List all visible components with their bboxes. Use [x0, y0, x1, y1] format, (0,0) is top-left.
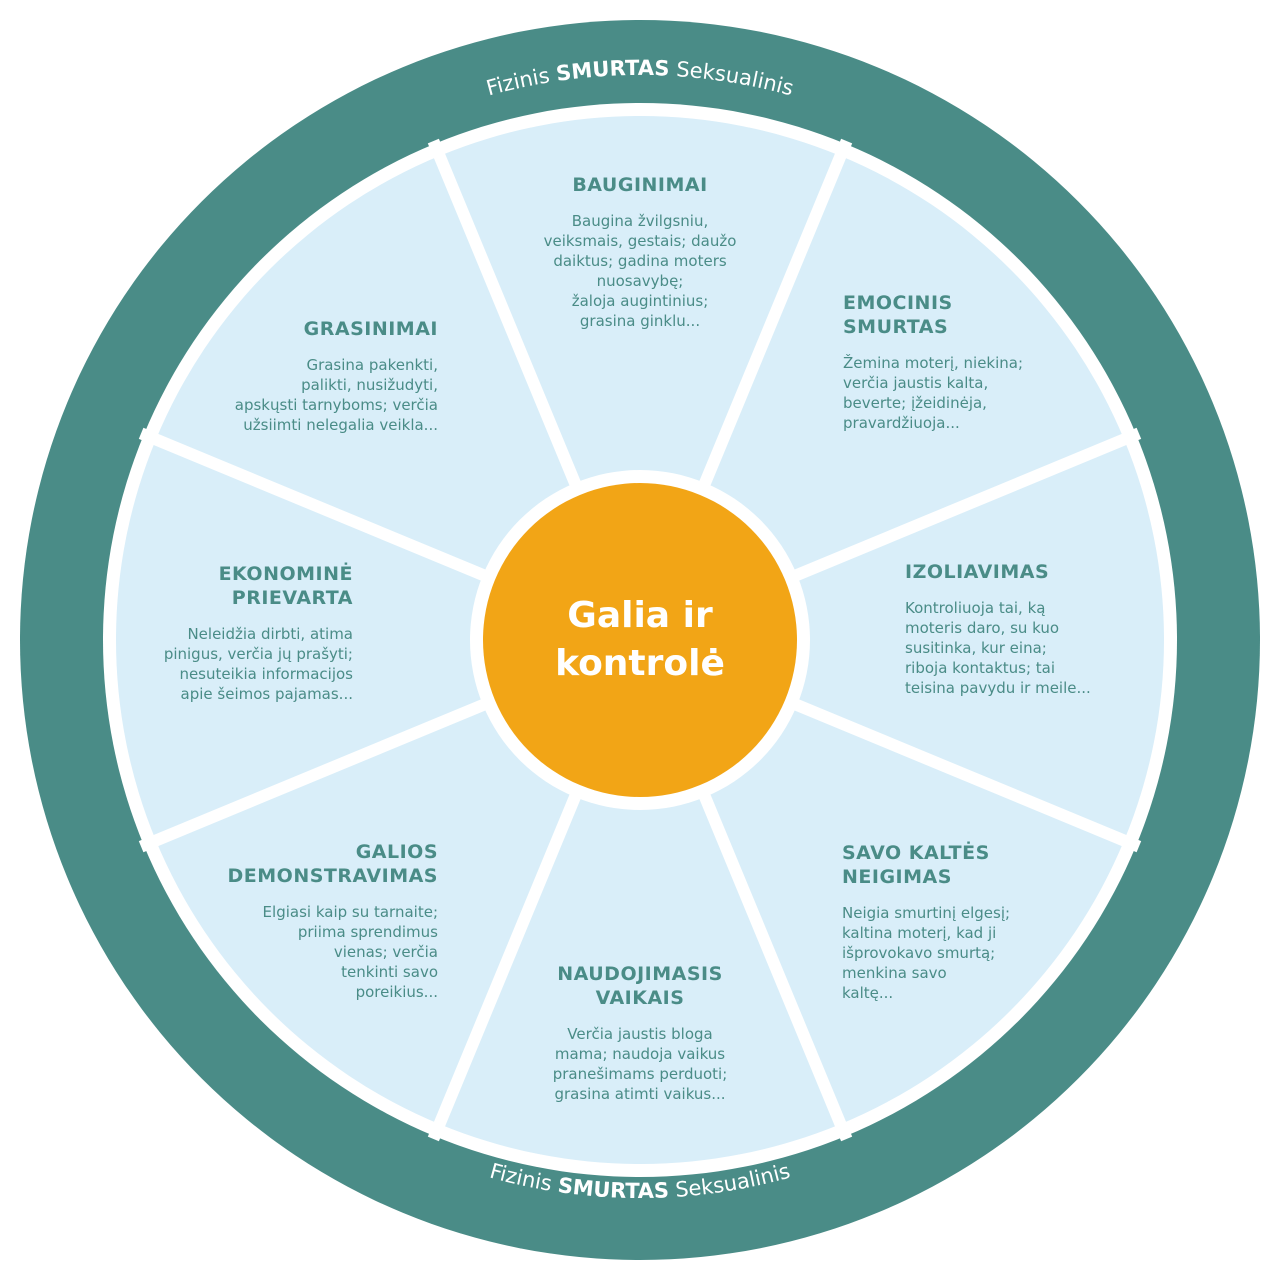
segment-body: Žemina moterį, niekina; verčia jaustis k…: [843, 354, 1024, 432]
segment-body: Elgiasi kaip su tarnaite; priima sprendi…: [262, 903, 438, 1001]
segment-izoliavimas: IZOLIAVIMAS Kontroliuoja tai, ką moteris…: [905, 560, 1145, 698]
segment-emocinis-smurtas: EMOCINIS SMURTAS Žemina moterį, niekina;…: [843, 291, 1083, 433]
segment-title: EMOCINIS SMURTAS: [843, 292, 953, 338]
segment-title: BAUGINIMAI: [572, 174, 708, 196]
segment-ekonomine-prievarta: EKONOMINĖ PRIEVARTA Neleidžia dirbti, at…: [93, 562, 353, 704]
segment-naudojimasis-vaikais: NAUDOJIMASIS VAIKAIS Verčia jaustis blog…: [510, 962, 770, 1104]
segment-savo-kaltes-neigimas: SAVO KALTĖS NEIGIMAS Neigia smurtinį elg…: [842, 841, 1082, 1003]
segment-title: GALIOS DEMONSTRAVIMAS: [227, 841, 438, 887]
segment-title: GRASINIMAI: [303, 318, 438, 340]
segment-body: Grasina pakenkti, palikti, nusižudyti, a…: [234, 356, 438, 434]
segment-galios-demonstravimas: GALIOS DEMONSTRAVIMAS Elgiasi kaip su ta…: [178, 840, 438, 1002]
center-label: Galia ir kontrolė: [555, 595, 725, 684]
segment-body: Neleidžia dirbti, atima pinigus, verčia …: [163, 625, 353, 703]
segment-grasinimai: GRASINIMAI Grasina pakenkti, palikti, nu…: [178, 317, 438, 435]
segment-body: Neigia smurtinį elgesį; kaltina moterį, …: [842, 904, 1011, 1002]
segment-body: Kontroliuoja tai, ką moteris daro, su ku…: [905, 599, 1091, 697]
segment-title: NAUDOJIMASIS VAIKAIS: [557, 963, 723, 1009]
segment-body: Verčia jaustis bloga mama; naudoja vaiku…: [552, 1025, 728, 1103]
segment-title: SAVO KALTĖS NEIGIMAS: [842, 842, 990, 888]
segment-title: EKONOMINĖ PRIEVARTA: [218, 563, 353, 609]
segment-body: Baugina žvilgsniu, veiksmais, gestais; d…: [543, 212, 737, 330]
segment-title: IZOLIAVIMAS: [905, 561, 1050, 583]
center-circle: [483, 483, 797, 797]
segment-bauginimai: BAUGINIMAI Baugina žvilgsniu, veiksmais,…: [520, 173, 760, 331]
